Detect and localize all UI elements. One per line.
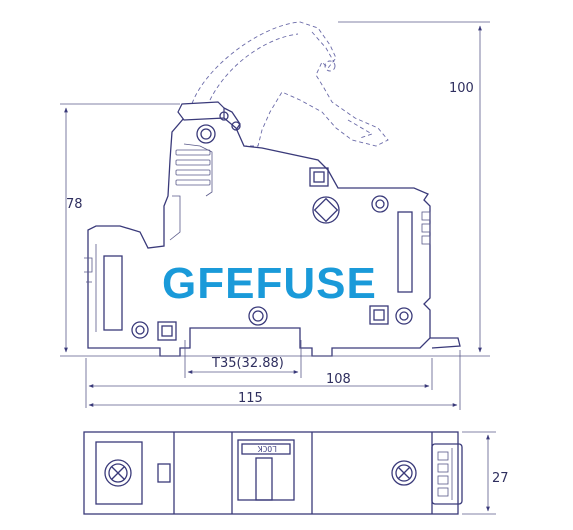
dim-height-open: 100 [338,21,490,353]
dim-depth: 27 [462,431,509,515]
right-terminal [369,211,431,325]
dim-rail: T35(32.88) [184,340,302,378]
left-terminal [84,244,268,341]
dim-width-body-label: 108 [326,372,351,387]
dim-depth-label: 27 [492,471,509,486]
dim-width-body: 108 [85,358,433,408]
central-screws [309,167,389,224]
dim-rail-label: T35(32.88) [211,356,284,371]
lock-label: LOCK [258,444,277,453]
brand-text: GFEFUSE [162,259,377,308]
lock-block: LOCK [237,439,295,501]
din-clip [430,337,461,349]
body-outline [87,117,431,357]
clip-top [431,443,463,505]
right-screw-top [391,460,417,486]
left-screw-top [95,441,171,505]
dim-width-total: 115 [88,350,461,410]
dim-height-closed-label: 78 [66,197,83,212]
dim-height-closed: 78 [60,103,180,353]
top-view: LOCK [83,431,463,515]
dim-width-total-label: 115 [238,391,263,406]
open-lever-dashed-outline [189,21,389,147]
dim-height-open-label: 100 [449,81,474,96]
lever-closed [177,101,241,144]
vent-slots [175,149,211,186]
side-view [60,21,490,357]
